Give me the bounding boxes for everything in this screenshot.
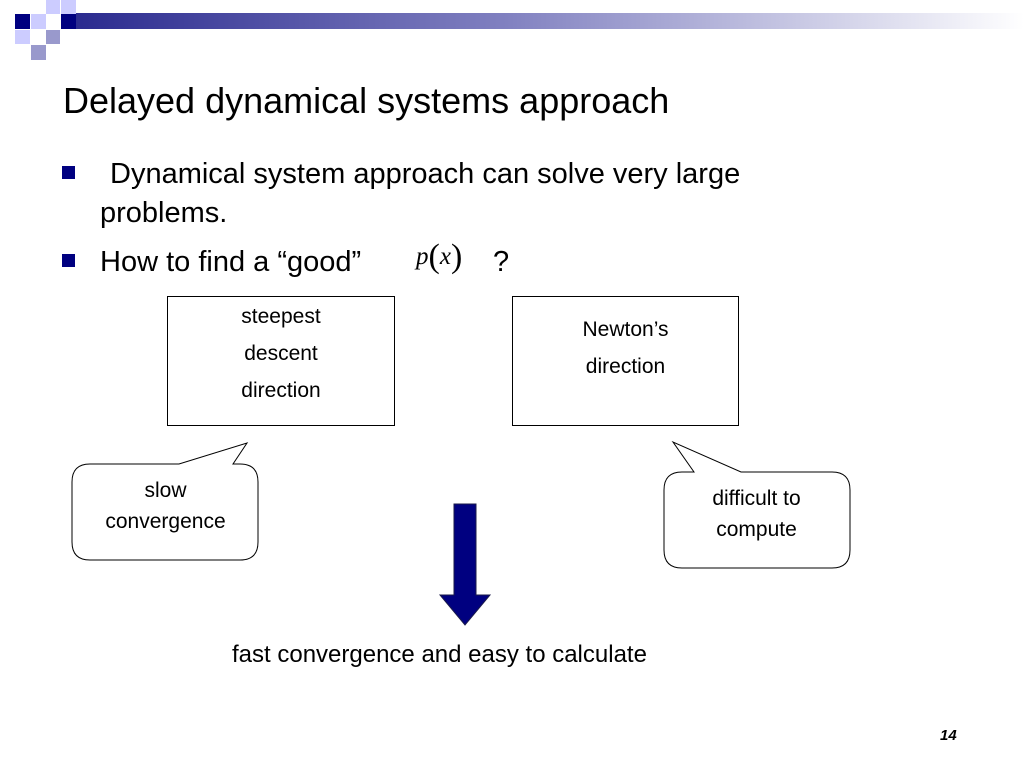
conclusion-text: fast convergence and easy to calculate (232, 641, 647, 668)
bullet-text: Dynamical system approach can solve very… (110, 158, 741, 190)
deco-square (61, 0, 76, 14)
page-number: 14 (940, 727, 957, 744)
slide-title: Delayed dynamical systems approach (63, 80, 670, 121)
callout-line: convergence (105, 510, 226, 533)
header-decoration (15, 0, 1024, 60)
formula-function: p (416, 243, 429, 270)
deco-square (46, 30, 60, 44)
callout-difficult-to-compute: difficult to compute (664, 483, 849, 545)
deco-square (46, 0, 60, 14)
callout-line: compute (716, 518, 797, 541)
box-line: steepest (241, 305, 321, 328)
bullet-square-icon (62, 166, 75, 179)
callout-line: slow (144, 479, 187, 502)
deco-square (31, 45, 46, 60)
formula-open-paren: ( (428, 238, 440, 275)
formula-p-of-x: p(x) (416, 238, 462, 276)
steepest-descent-box: steepest descent direction (167, 296, 395, 426)
formula-close-paren: ) (450, 238, 463, 275)
callout-bubble-left (71, 442, 259, 561)
callout-bubble-right (663, 440, 851, 569)
bullet-square-icon (62, 254, 75, 267)
newton-direction-box: Newton’s direction (512, 296, 739, 426)
deco-square (15, 14, 30, 29)
question-mark: ? (493, 246, 510, 278)
deco-square (61, 14, 76, 29)
callout-slow-convergence: slow convergence (73, 475, 258, 537)
callout-line: difficult to (712, 487, 801, 510)
bullet-text-continued: problems. (100, 197, 228, 229)
box-line: descent (244, 342, 318, 365)
deco-square (31, 14, 46, 29)
deco-square (15, 30, 30, 44)
bullet-text: How to find a “good” (100, 246, 362, 278)
box-line: direction (241, 379, 321, 402)
down-arrow-icon (438, 503, 492, 626)
formula-variable: x (439, 243, 451, 270)
box-line: direction (585, 355, 666, 378)
box-line: Newton’s (582, 318, 669, 341)
header-bar (76, 13, 1024, 29)
